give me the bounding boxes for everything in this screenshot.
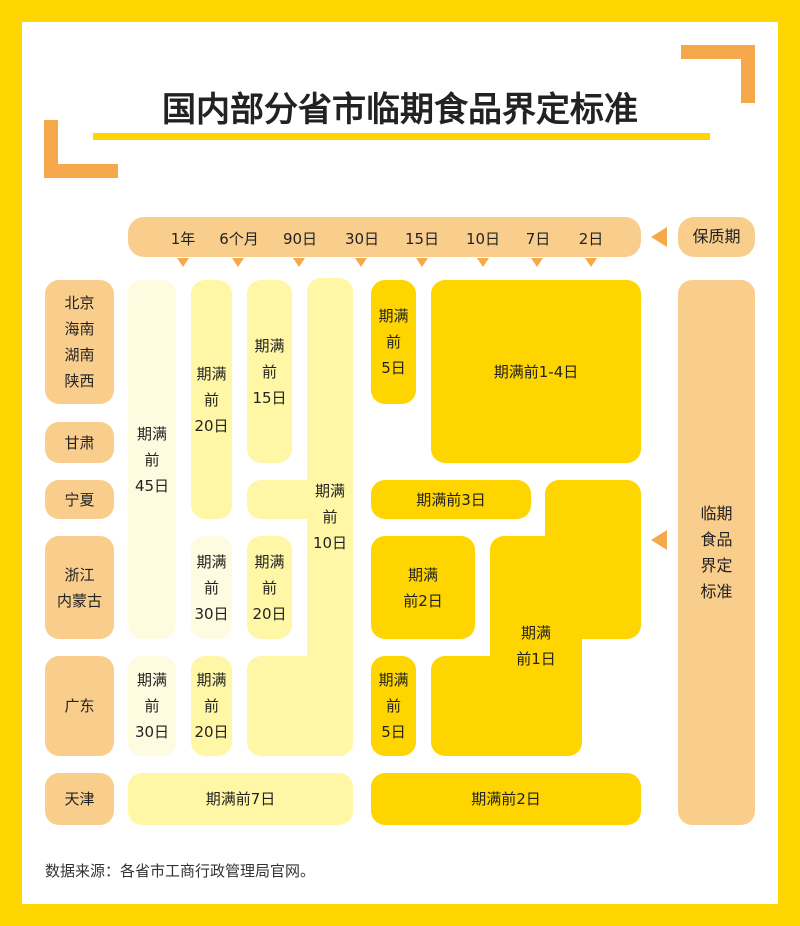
tick-marker-icon bbox=[293, 258, 305, 267]
timeline-bar bbox=[128, 217, 641, 257]
corner-decoration-top bbox=[681, 45, 755, 59]
cell-1d-join bbox=[560, 536, 600, 639]
corner-decoration-top-v bbox=[741, 45, 755, 103]
cell-1d: 期满 前1日 bbox=[490, 536, 582, 756]
tick-2d: 2日 bbox=[578, 230, 604, 248]
tick-30d: 30日 bbox=[344, 230, 380, 248]
tick-marker-icon bbox=[416, 258, 428, 267]
tick-marker-icon bbox=[531, 258, 543, 267]
row-label-zhejiang: 浙江 内蒙古 bbox=[45, 536, 114, 639]
tick-marker-icon bbox=[477, 258, 489, 267]
tick-1y: 1年 bbox=[170, 230, 196, 248]
title-underline bbox=[93, 133, 710, 140]
cell-nx-3d: 期满前3日 bbox=[371, 480, 531, 519]
source-note: 数据来源：各省市工商行政管理局官网。 bbox=[45, 862, 316, 880]
cell-20d: 期满 前 20日 bbox=[191, 280, 232, 519]
tick-7d: 7日 bbox=[525, 230, 551, 248]
row-label-beijing: 北京 海南 湖南 陕西 bbox=[45, 280, 114, 404]
tick-15d: 15日 bbox=[404, 230, 440, 248]
cell-tj-2d: 期满前2日 bbox=[371, 773, 641, 825]
row-label-guangdong: 广东 bbox=[45, 656, 114, 756]
cell-1-4d: 期满前1-4日 bbox=[431, 280, 641, 463]
cell-zj-30d: 期满 前 30日 bbox=[191, 536, 232, 639]
arrow-left-icon bbox=[651, 530, 667, 550]
cell-gd-20d: 期满 前 20日 bbox=[191, 656, 232, 756]
cell-15d: 期满 前 15日 bbox=[247, 280, 292, 463]
tick-marker-icon bbox=[232, 258, 244, 267]
cell-gd-30d: 期满 前 30日 bbox=[128, 656, 176, 756]
cell-zj-20d: 期满 前 20日 bbox=[247, 536, 292, 639]
standard-label: 临期 食品 界定 标准 bbox=[678, 280, 755, 825]
cell-gd-5d: 期满 前 5日 bbox=[371, 656, 416, 756]
arrow-left-icon bbox=[651, 227, 667, 247]
tick-marker-icon bbox=[355, 258, 367, 267]
shelf-life-label: 保质期 bbox=[678, 217, 755, 257]
row-label-tianjin: 天津 bbox=[45, 773, 114, 825]
tick-10d: 10日 bbox=[465, 230, 501, 248]
page-title: 国内部分省市临期食品界定标准 bbox=[162, 90, 638, 130]
row-label-ningxia: 宁夏 bbox=[45, 480, 114, 519]
tick-marker-icon bbox=[585, 258, 597, 267]
cell-tj-7d: 期满前7日 bbox=[128, 773, 353, 825]
cell-45d: 期满 前 45日 bbox=[128, 280, 176, 639]
row-label-gansu: 甘肃 bbox=[45, 422, 114, 463]
corner-decoration-bottom-v bbox=[44, 120, 58, 178]
tick-90d: 90日 bbox=[282, 230, 318, 248]
tick-marker-icon bbox=[177, 258, 189, 267]
cell-10d: 期满 前 10日 bbox=[307, 278, 353, 756]
tick-6m: 6个月 bbox=[219, 230, 259, 248]
corner-decoration-bottom bbox=[44, 164, 118, 178]
cell-5d: 期满 前 5日 bbox=[371, 280, 416, 404]
cell-zj-2d: 期满 前2日 bbox=[371, 536, 475, 639]
